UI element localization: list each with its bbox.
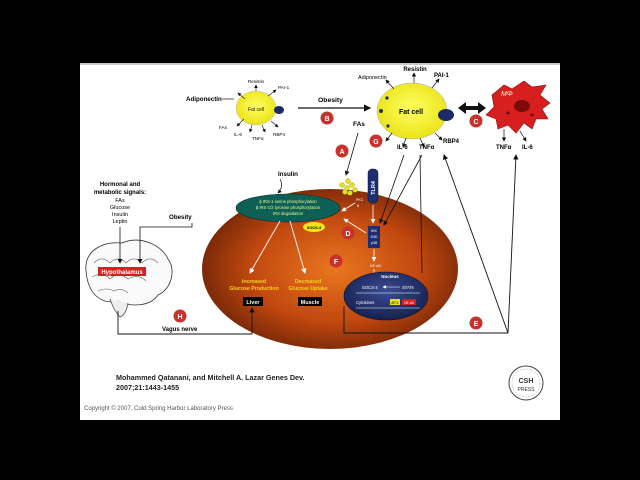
vagus-nerve-path [117,307,255,335]
small-fat-cell: Fat cell Resistin PAI-1 FAs IL-6 TNFα RB… [219,79,290,141]
obesity-left-label: Obesity [169,214,192,221]
csh-press-logo: CSH PRESS [508,365,544,401]
badge-e [469,316,483,330]
muscle-label: Muscle [301,300,320,306]
large-rbp4-label: RBP4 [443,139,460,145]
mechanism-diagram: Fat cell Resistin PAI-1 FAs IL-6 TNFα RB… [85,67,551,401]
nucleus [343,271,429,321]
hypothalamus-label: Hypothalamus [101,270,143,276]
increased-line-1: Increased [242,279,266,285]
nucleus-label: Nucleus [381,274,399,279]
small-fat-cell-label: Fat cell [248,107,264,113]
pkc-label: PKC [356,198,364,202]
ikk-label: IKK [371,229,378,233]
macrophage-il6-label: IL-6 [522,145,533,151]
small-rbp4-label: RBP4 [273,132,285,137]
large-fat-cell: Fat cell Resistin PAI-1 Adiponectin FAs … [353,67,460,151]
irs-line-3: IRS degradation [273,211,304,216]
large-fat-cell-label: Fat cell [399,109,423,116]
badge-h-label: H [177,314,182,321]
nucleus-stats-label: STATs [402,285,414,290]
badge-c [469,114,483,128]
large-fas-label: FAs [353,121,365,128]
large-tnfa-label: TNFα [419,145,435,151]
large-pai1-label: PAI-1 [434,73,450,79]
macrophage-tnfa-label: TNFα [496,145,512,151]
badge-c-label: C [473,119,478,126]
decreased-line-1: Decreased [295,279,321,285]
small-il6-label: IL-6 [234,132,242,137]
nucleus-cytokines-label: Cytokines [356,300,374,305]
hormonal-insulin: Insulin [112,212,128,218]
pkc-sub-label: θ [357,204,359,208]
muscle-box [298,297,322,306]
slide-top-border [80,63,560,65]
tlr4-label: TLR4 [371,180,377,195]
badge-b [320,111,334,125]
adiponectin-left-label: Adiponectin [186,96,222,103]
badge-d-label: D [345,231,350,238]
badge-a [335,144,349,158]
ap1-box [390,299,400,305]
large-fat-cell-nucleus [438,109,454,121]
csh-logo-line-2: PRESS [518,387,536,393]
small-tnfa-label: TNFα [252,136,264,141]
nfkb-cytoplasm-label: NF-κB [370,264,381,268]
irs-line-1: ϕ IRS-1 serine phosphorylation [259,199,317,204]
liver-label: Liver [246,300,260,306]
macrophage-label: MΦ [501,91,513,98]
jnk-label: JNK [370,235,378,239]
vagus-nerve-label: Vagus nerve [162,327,198,333]
ap1-label: AP-1 [391,301,399,305]
fatty-acid-droplets [339,178,358,196]
slide: Fat cell Resistin PAI-1 FAs IL-6 TNFα RB… [80,63,560,420]
large-adiponectin-label: Adiponectin [358,75,387,81]
badge-a-label: A [339,149,344,156]
socs3-small-label: SOCS-3 [307,226,321,230]
citation: Mohammed Qatanani, and Mitchell A. Lazar… [116,373,305,393]
decreased-line-2: Glucose Uptake [288,286,327,292]
large-il6-label: IL-6 [397,145,408,151]
macrophage: MΦ [485,80,551,134]
small-fas-label: FAs [219,125,228,130]
csh-logo-line-1: CSH [519,378,534,385]
hormonal-fas: FAs [115,198,125,204]
badge-g [369,134,383,148]
copyright: Copyright © 2007, Cold Spring Harbor Lab… [84,406,233,412]
insulin-label: Insulin [278,171,298,178]
nucleus-nfkb-label: NF-κB [404,301,414,305]
increased-line-2: Glucose Production [229,286,278,292]
large-resistin-label: Resistin [403,67,427,73]
badge-e-label: E [474,321,479,328]
badge-g-label: G [373,139,379,146]
liver-box [243,297,263,306]
small-pai1-label: PAI-1 [278,85,290,90]
tlr4-receptor [367,168,379,204]
hormonal-glucose: Glucose [110,205,130,211]
irs-line-2: ϕ IRS-1/2 tyrosine phosphorylation [256,205,321,210]
irs-band [235,193,341,223]
macrophage-nucleus [514,100,530,112]
badge-b-label: B [324,116,329,123]
hypothalamus-box [98,267,146,276]
socs3-small [303,222,325,232]
hormonal-leptin: Leptin [113,219,128,225]
badge-f [329,254,343,268]
hormonal-line-2: metabolic signals: [94,190,146,196]
brain-illustration: Hypothalamus [85,239,173,318]
small-fat-cell-nucleus [274,106,284,114]
nucleus-nfkb-box [402,299,416,305]
badge-h [173,309,187,323]
badge-d [341,226,355,240]
double-arrow [458,102,486,114]
badge-f-label: F [334,259,339,266]
citation-line-1: Mohammed Qatanani, and Mitchell A. Lazar… [116,373,305,382]
hormonal-line-1: Hormonal and [100,182,141,188]
kinase-box [368,226,380,248]
citation-line-2: 2007;21:1443-1455 [116,383,180,392]
small-resistin-label: Resistin [248,79,265,84]
p38-label: p38 [371,241,377,245]
nucleus-socs3-label: SOCS-3 [362,285,378,290]
obesity-top-label: Obesity [318,97,343,104]
